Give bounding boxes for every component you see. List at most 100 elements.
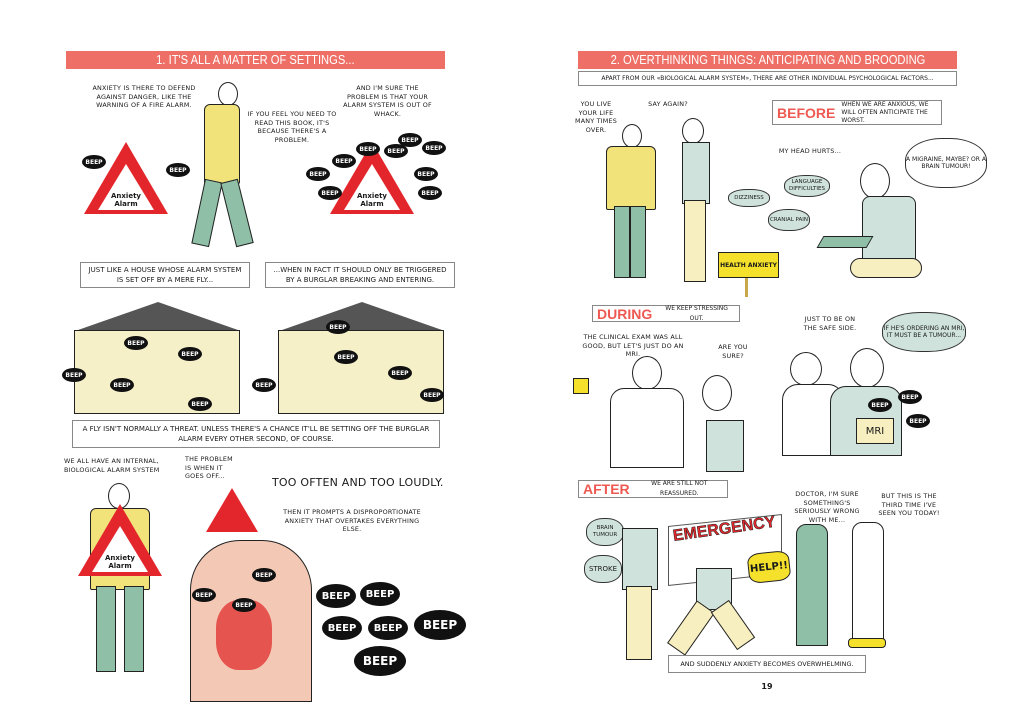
speech-out-of-whack: And I'm sure the problem is that your al… bbox=[343, 84, 432, 118]
speech-problem: The problem is when it goes off... bbox=[185, 455, 233, 481]
caption-burglar: ...when in fact it should only be trigge… bbox=[265, 262, 455, 288]
alarm-sign-inner bbox=[98, 164, 154, 210]
caption-fly: Just like a house whose alarm system is … bbox=[80, 262, 250, 288]
alarm-sign-inner bbox=[92, 526, 148, 572]
speech-safe-side: Just to be on the safe side. bbox=[803, 315, 857, 332]
alarm-sign-inner bbox=[344, 164, 400, 210]
beep-bubble: BEEP bbox=[178, 347, 202, 361]
speech-head-hurts: My head hurts... bbox=[778, 147, 842, 155]
man-legs-seated bbox=[850, 258, 922, 278]
beep-bubble: BEEP bbox=[334, 350, 358, 364]
beep-bubble: BEEP bbox=[906, 414, 930, 428]
beep-bubble: BEEP bbox=[252, 378, 276, 392]
beep-bubble: BEEP bbox=[110, 378, 134, 392]
man-head bbox=[850, 348, 884, 388]
beep-bubble: BEEP bbox=[388, 366, 412, 380]
house-burglar bbox=[278, 330, 444, 414]
man-leg bbox=[630, 206, 646, 278]
woman-pants bbox=[684, 200, 706, 282]
beep-bubble: BEEP bbox=[124, 336, 148, 350]
cloud-brain-tumour: Brain tumour bbox=[586, 518, 624, 546]
during-text: We keep stressing out. bbox=[665, 304, 728, 322]
after-text: We are still not reassured. bbox=[651, 480, 708, 497]
speech-clinical: The clinical exam was all good, but let'… bbox=[582, 333, 684, 359]
laptop bbox=[816, 236, 874, 248]
subtitle-box: Apart from our «biological alarm system»… bbox=[578, 71, 957, 86]
caption-fly-threat: A fly isn't normally a threat. Unless th… bbox=[72, 420, 440, 448]
before-label: BEFORE bbox=[777, 104, 836, 121]
running-woman-leg bbox=[667, 600, 715, 656]
man-head bbox=[622, 124, 642, 148]
woman-pants bbox=[626, 586, 652, 660]
speech-third-time: But this is the third time I've seen you… bbox=[878, 492, 940, 518]
after-label: AFTER bbox=[583, 481, 630, 497]
clock-icon bbox=[573, 378, 589, 394]
running-woman-leg bbox=[710, 599, 756, 651]
prompts-text: Then it prompts a disproportionate anxie… bbox=[283, 508, 421, 534]
man-head bbox=[860, 163, 890, 199]
beep-bubble: BEEP bbox=[384, 144, 408, 158]
page-number: 19 bbox=[761, 682, 773, 691]
section-title-settings-bar: 1. IT'S ALL A MATTER OF SETTINGS... bbox=[66, 51, 445, 69]
beep-bubble: BEEP bbox=[354, 646, 406, 676]
beep-bubble: BEEP bbox=[414, 167, 438, 181]
cloud-language: Language difficulties bbox=[784, 175, 830, 197]
doctor-coat bbox=[610, 388, 684, 468]
doctor-shoes bbox=[848, 638, 886, 648]
beep-bubble: BEEP bbox=[316, 584, 356, 608]
alarm-sign-label: Anxiety Alarm bbox=[105, 554, 135, 570]
doctor-head bbox=[632, 356, 662, 390]
man-leg bbox=[96, 586, 116, 672]
beep-bubble: BEEP bbox=[414, 610, 466, 640]
beep-bubble: BEEP bbox=[306, 167, 330, 181]
speech-live-life: You live your life many times over. bbox=[575, 100, 617, 134]
beep-bubble: BEEP bbox=[252, 568, 276, 582]
after-box: AFTER We are still not reassured. bbox=[578, 480, 728, 498]
man-head bbox=[218, 82, 238, 106]
man-jacket bbox=[606, 146, 656, 210]
beep-bubble: BEEP bbox=[318, 186, 342, 200]
beep-bubble: BEEP bbox=[322, 616, 362, 640]
patient-figure bbox=[796, 524, 828, 646]
house-roof bbox=[282, 302, 442, 330]
woman-head bbox=[702, 375, 732, 411]
beep-bubble: BEEP bbox=[166, 163, 190, 177]
doctor-figure bbox=[852, 522, 884, 642]
too-often-text: Too often and too loudly. bbox=[272, 476, 444, 489]
mri-paper: MRI bbox=[856, 418, 894, 444]
before-box: BEFORE When we are anxious, we will ofte… bbox=[772, 100, 942, 125]
woman-shirt bbox=[682, 142, 710, 204]
man-leg bbox=[124, 586, 144, 672]
man-leg bbox=[220, 178, 254, 248]
speech-doctor-sure: Doctor, I'm sure something's seriously w… bbox=[794, 490, 860, 524]
speech-anxiety-defend: Anxiety is there to defend against dange… bbox=[92, 84, 196, 110]
beep-bubble: BEEP bbox=[188, 397, 212, 411]
house-roof bbox=[78, 302, 238, 330]
beep-bubble: BEEP bbox=[868, 398, 892, 412]
beep-bubble: BEEP bbox=[898, 390, 922, 404]
before-text: When we are anxious, we will often antic… bbox=[841, 100, 929, 124]
thought-migraine: A migraine, maybe? Or a brain tumour! bbox=[905, 138, 987, 188]
woman-head bbox=[682, 118, 704, 144]
cloud-stroke: Stroke bbox=[584, 555, 622, 583]
section-title-overthinking-bar: 2. OVERTHINKING THINGS: ANTICIPATING AND… bbox=[578, 51, 957, 69]
beep-bubble: BEEP bbox=[420, 388, 444, 402]
beep-bubble: BEEP bbox=[82, 155, 106, 169]
woman-shirt bbox=[706, 420, 744, 472]
beep-bubble: BEEP bbox=[422, 141, 446, 155]
during-box: DURING We keep stressing out. bbox=[592, 305, 740, 322]
running-woman-shirt bbox=[696, 568, 732, 610]
thought-tumour: If he's ordering an MRI, it must be a tu… bbox=[882, 312, 966, 352]
speech-internal: We all have an internal, biological alar… bbox=[64, 457, 160, 474]
beep-bubble: BEEP bbox=[232, 598, 256, 612]
cloud-cranial: Cranial pain bbox=[768, 209, 810, 231]
beep-bubble: BEEP bbox=[192, 588, 216, 602]
beep-bubble: BEEP bbox=[398, 133, 422, 147]
sign-post bbox=[745, 275, 748, 297]
beep-bubble: BEEP bbox=[418, 186, 442, 200]
sign-health-anxiety: HEALTH ANXIETY bbox=[718, 252, 779, 278]
house-fly bbox=[74, 330, 240, 414]
speech-say-again: Say again? bbox=[648, 100, 688, 108]
man-shirt bbox=[862, 196, 916, 262]
alarm-sign-label: Anxiety Alarm bbox=[357, 192, 387, 208]
